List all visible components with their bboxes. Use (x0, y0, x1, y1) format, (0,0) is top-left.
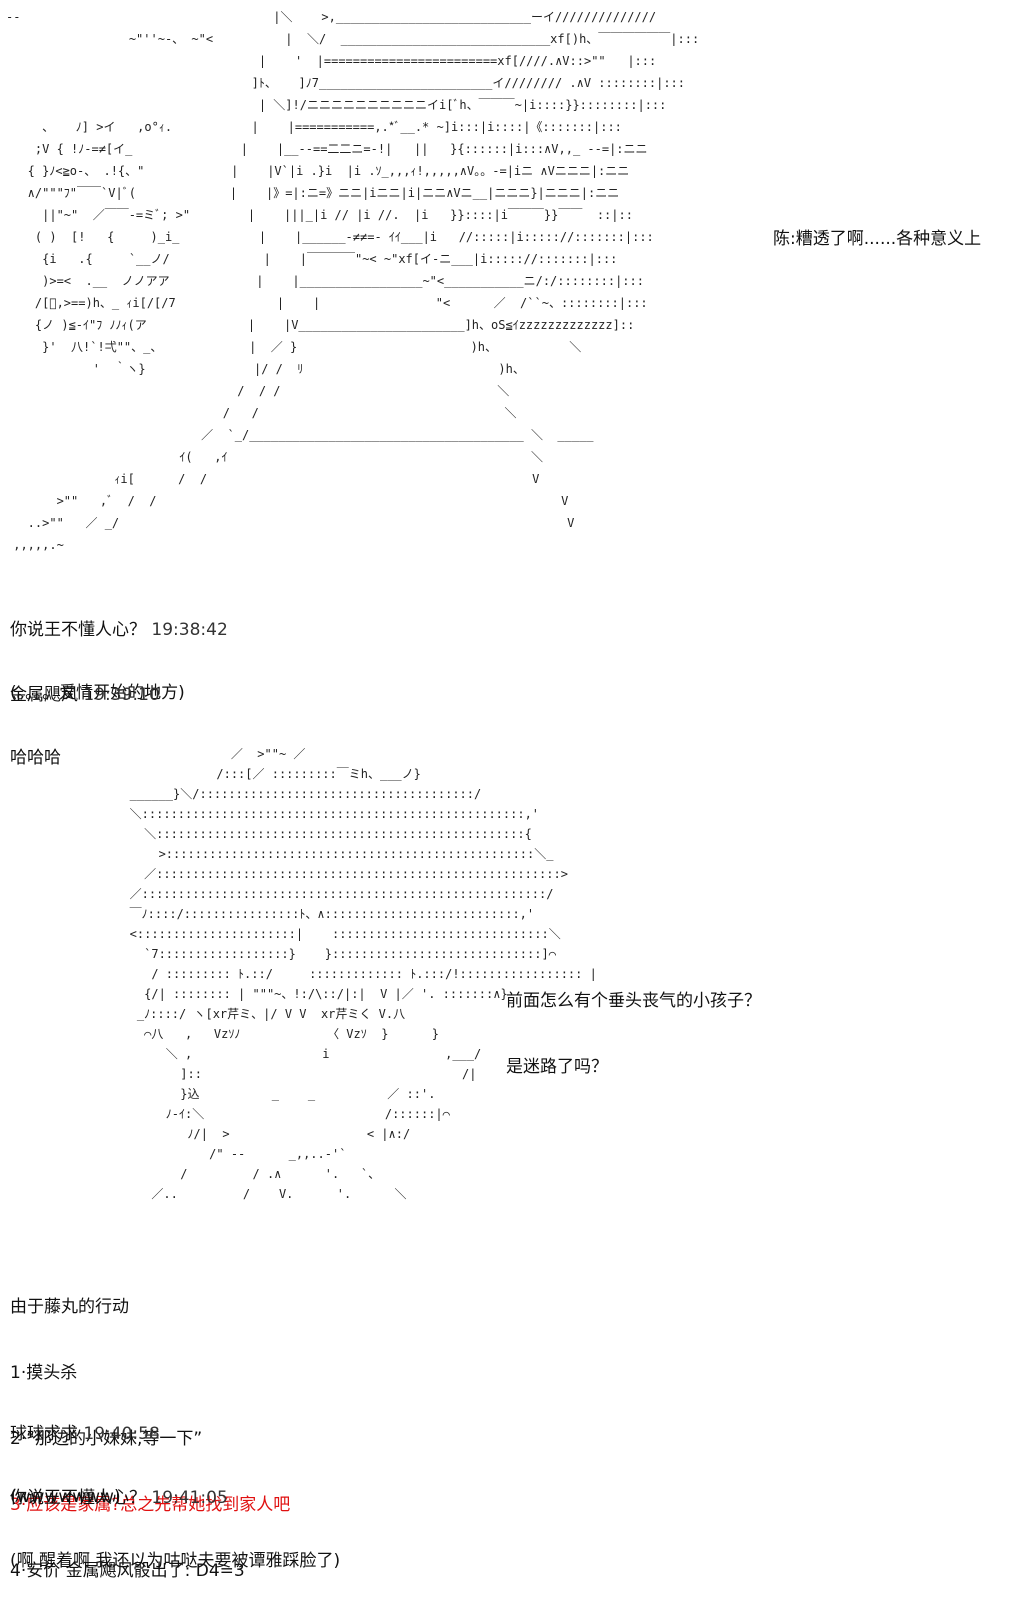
post-time: 19:38:42 (151, 620, 228, 640)
post-header: 你说王不懂人心？ 19:38:42 (10, 620, 228, 641)
post-header: 球球求求 19:40:58 (10, 1424, 160, 1445)
ascii-art-face: ／ >""~ ／ /:::[／ :::::::::￣ミh、___ノ} _____… (129, 747, 597, 1201)
post-text: (。。。。爱情开始的地方) (10, 683, 185, 703)
choice-option-1: 1·摸头杀 (10, 1363, 78, 1383)
speech-child-line-1: 前面怎么有个垂头丧气的小孩子？ (506, 991, 761, 1011)
post-time: 19:41:05 (151, 1488, 228, 1508)
speech-chen: 陈:糟透了啊......各种意义上 (773, 229, 982, 249)
post-time: 19:39:10 (83, 685, 160, 705)
post-1: 你说王不懂人心？ 19:38:42 (。。。。爱情开始的地方) (10, 578, 228, 725)
post-author: 你说王不懂人心？ (10, 620, 146, 640)
choice-intro: 由于藤丸的行动 (10, 1297, 129, 1317)
post-header: 你说王不懂人心？ 19:41:05 (10, 1488, 340, 1509)
choice-option-2: 2·“那边的小妹妹,等一下” (10, 1429, 203, 1449)
post-author: 你说王不懂人心？ (10, 1488, 146, 1508)
post-author: 球球求求 (10, 1424, 78, 1444)
post-2: 金属飓风 19:39:10 哈哈哈 (10, 643, 160, 790)
post-header: 金属飓风 19:39:10 (10, 685, 160, 706)
speech-child: 前面怎么有个垂头丧气的小孩子？ 是迷路了吗？ (506, 946, 761, 1100)
post-text: 哈哈哈 (10, 748, 61, 768)
speech-child-line-2: 是迷路了吗？ (506, 1057, 608, 1077)
post-text: (啊 醒着啊 我还以为咕哒夫要被谭雅踩脸了) (10, 1551, 341, 1571)
post-5: 你说王不懂人心？ 19:41:05 (啊 醒着啊 我还以为咕哒夫要被谭雅踩脸了) (10, 1446, 340, 1593)
post-time: 19:40:58 (83, 1424, 160, 1444)
post-author: 金属飓风 (10, 685, 78, 705)
ascii-art-corridor-scene: ‐‐ |＼ >,___________________________ーイ///… (6, 10, 700, 552)
